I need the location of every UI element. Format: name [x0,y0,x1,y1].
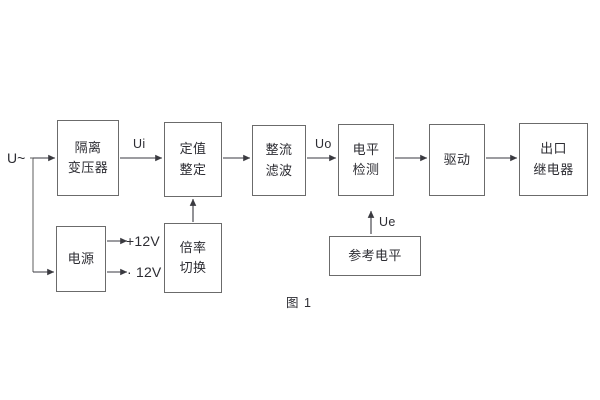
input-source-label: U~ [7,150,26,166]
signal-label-ue: Ue [379,215,396,229]
block-setting-value-line1: 定值 [179,141,207,157]
block-setting-value[interactable]: 定值 整定 [164,122,222,197]
block-multiplier-switch-line1: 倍率 [179,239,207,255]
block-multiplier-switch-line2: 切换 [179,260,207,275]
block-level-detection[interactable]: 电平 检测 [338,124,394,196]
block-power-supply-line1: 电源 [67,250,95,266]
block-power-supply[interactable]: 电源 [56,226,106,292]
block-isolation-transformer[interactable]: 隔离 变压器 [57,120,119,196]
block-output-relay-line1: 出口 [540,141,567,157]
block-level-detection-line2: 检测 [352,162,380,177]
block-output-relay[interactable]: 出口 继电器 [519,123,588,196]
signal-label-uo: Uo [315,137,332,151]
signal-label-ui: Ui [133,137,146,151]
wire-input-trunk [30,157,34,272]
block-isolation-transformer-line1: 隔离 [74,139,102,155]
block-setting-value-line2: 整定 [179,161,207,177]
block-reference-level[interactable]: 参考电平 [329,236,421,276]
block-multiplier-switch[interactable]: 倍率 切换 [164,223,222,293]
block-rectifier-filter-line2: 滤波 [265,162,293,178]
block-level-detection-line1: 电平 [352,141,380,157]
figure-caption: 图 1 [286,296,312,310]
rail-label-positive: +12V [126,233,160,249]
block-isolation-transformer-line2: 变压器 [67,160,109,175]
block-drive[interactable]: 驱动 [429,124,485,196]
block-output-relay-line2: 继电器 [533,161,574,177]
rail-label-negative: · 12V [127,264,162,280]
block-drive-line1: 驱动 [443,151,471,167]
block-rectifier-filter-line1: 整流 [265,142,293,158]
block-rectifier-filter[interactable]: 整流 滤波 [252,125,306,196]
block-reference-level-line1: 参考电平 [348,247,402,263]
